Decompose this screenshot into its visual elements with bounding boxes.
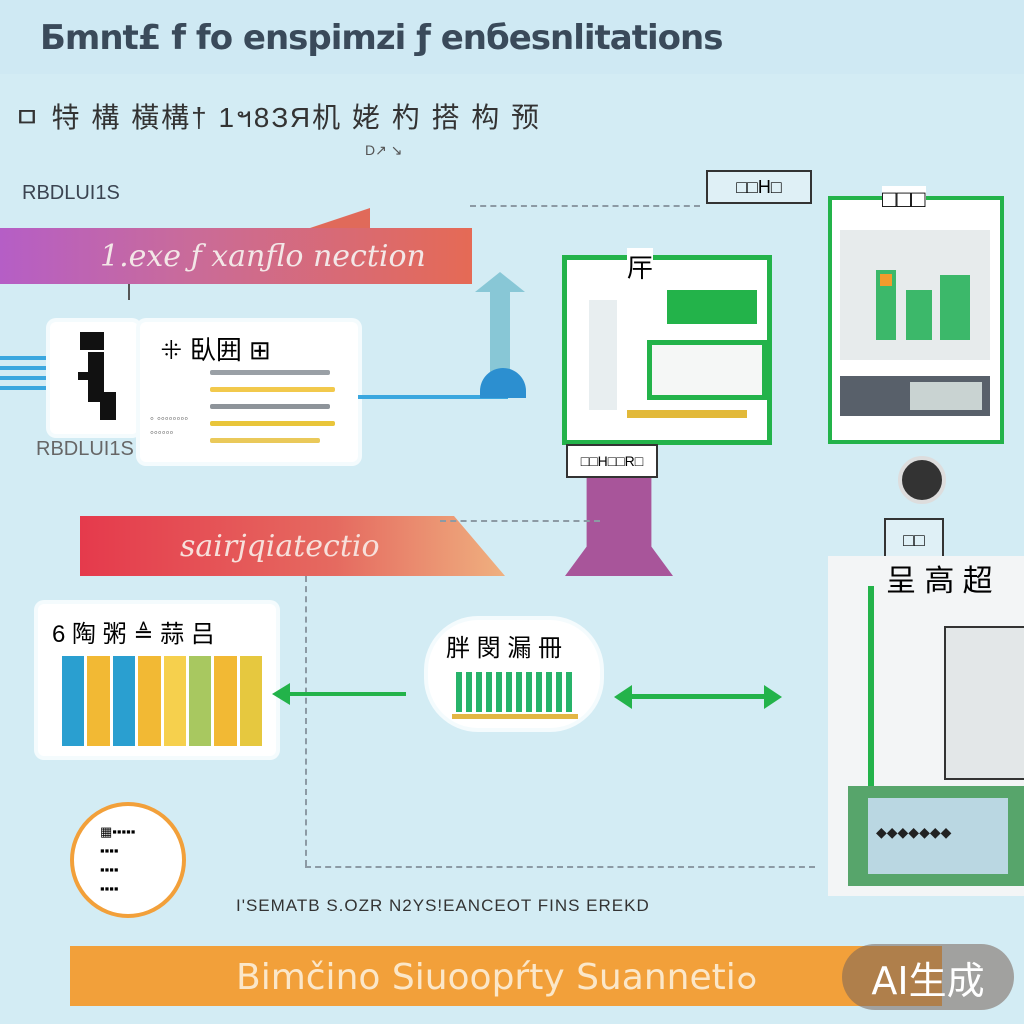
chart-bar [940,275,970,340]
double-arrow-icon [614,685,782,709]
monitor-title: □□□ [882,186,926,214]
device-panel [944,626,1024,780]
center-mid-card: 胖 閔 漏 冊 [428,620,600,728]
bar-chart-card: 6 陶 粥 ≜ 蒜 吕 [38,604,276,756]
monitor-keyboard [840,376,990,416]
info-card: ꔰ 臥囲 ⊞ ◦ ◦◦◦◦◦◦◦◦ ◦◦◦◦◦◦ [140,322,358,462]
info-line: ◦◦◦◦◦◦ [150,427,174,439]
connector-dashed [440,520,600,522]
bar-item [210,421,335,426]
chart-marker [880,274,892,286]
page-subtitle: ㅁ 特 構 橫構† 1ฯ8ЗЯ机 姥 杓 搭 构 预 [14,102,542,133]
up-arrow-icon [475,272,525,392]
status-strip [627,410,747,418]
connector-blue [358,395,508,399]
mid-chart [456,672,576,712]
ai-badge: AI生成 [842,944,1014,1010]
badge-line: ▪▪▪▪ [100,881,119,896]
bar-column [214,656,237,746]
screen-dots: ◆◆◆◆◆◆◆ [876,824,952,840]
subtitle-tag: D↗ ↘ [365,142,403,158]
side-panel [589,300,617,410]
device-screen-frame: ◆◆◆◆◆◆◆ [848,786,1024,886]
center-device-label: 厈 [627,248,654,285]
info-line: ◦ ◦◦◦◦◦◦◦◦ [150,413,189,425]
bar-column [112,656,136,746]
chart-bar [876,270,896,340]
ribbon-top-label: 1.exe ƒ xanƒlo nection [100,238,426,274]
center-mid-label: 胖 閔 漏 冊 [446,635,563,662]
ribbon-bottom-label: sairjqiatectio [180,528,380,564]
footer-banner-text: Bimčino Siuoopŕty Suanneti๐ [236,956,758,998]
bar-column [138,656,161,746]
connector-dashed [305,576,307,866]
badge-line: ▦▪▪▪▪▪ [100,824,136,839]
bottom-left-badge: ▦▪▪▪▪▪ ▪▪▪▪ ▪▪▪▪ ▪▪▪▪ [70,802,186,918]
bar-chart-heading: 6 陶 粥 ≜ 蒜 吕 [52,621,215,648]
bar-column [239,656,262,746]
bar-columns [62,656,262,746]
ribbon-pin [128,284,130,300]
person-icon [78,332,116,420]
bar-list [210,370,340,455]
header-bar [0,0,1024,74]
bar-column [188,656,212,746]
card-caption: RBDLUI1S [36,438,134,460]
ribbon-bottom: sairjqiatectio [80,516,505,576]
bottom-right-device: 呈 高 超 ◆◆◆◆◆◆◆ [828,556,1024,896]
bar-column [163,656,186,746]
gear-icon [898,456,946,504]
bar-item [210,370,330,375]
dome-icon [480,368,526,398]
footer-banner: Bimčino Siuoopŕty Suanneti๐ [70,946,942,1006]
chart-bar [906,290,932,340]
connector-dashed [470,205,700,207]
top-tag: □□H□ [706,170,812,204]
bar-item [210,438,320,443]
info-card-heading: ꔰ 臥囲 ⊞ [160,335,271,365]
figure-card [50,322,138,434]
center-device: 厈 [562,248,772,445]
badge-line: ▪▪▪▪ [100,843,119,858]
device-stand [565,478,673,576]
left-arrow-icon [272,683,406,705]
device-screen: ◆◆◆◆◆◆◆ [868,798,1008,874]
bar-item [210,404,330,409]
device-accent [868,586,874,786]
device-base-label: □□H□□R□ [566,444,658,478]
blue-stripes-icon [0,350,55,400]
ribbon-top: 1.exe ƒ xanƒlo nection [0,208,472,284]
bar-item [210,387,335,392]
page-title: Бmnt£ f fo enspimzi ƒ enбesnlitations [40,18,723,58]
green-block [667,290,757,324]
top-right-monitor: □□□ [828,186,1004,444]
device-title: 呈 高 超 [886,565,993,598]
mid-strip [452,714,578,719]
connector-dashed [305,866,815,868]
section-label: RBDLUI1S [22,182,120,204]
monitor-screen [840,230,990,360]
badge-line: ▪▪▪▪ [100,862,119,877]
footer-note: I'SEMATB S.OZR N2YS!EANCEOT FINS EREKD [236,896,650,915]
bar-column [62,656,85,746]
bar-column [87,656,110,746]
monitor-panel [910,382,982,410]
inner-screen [647,340,767,400]
